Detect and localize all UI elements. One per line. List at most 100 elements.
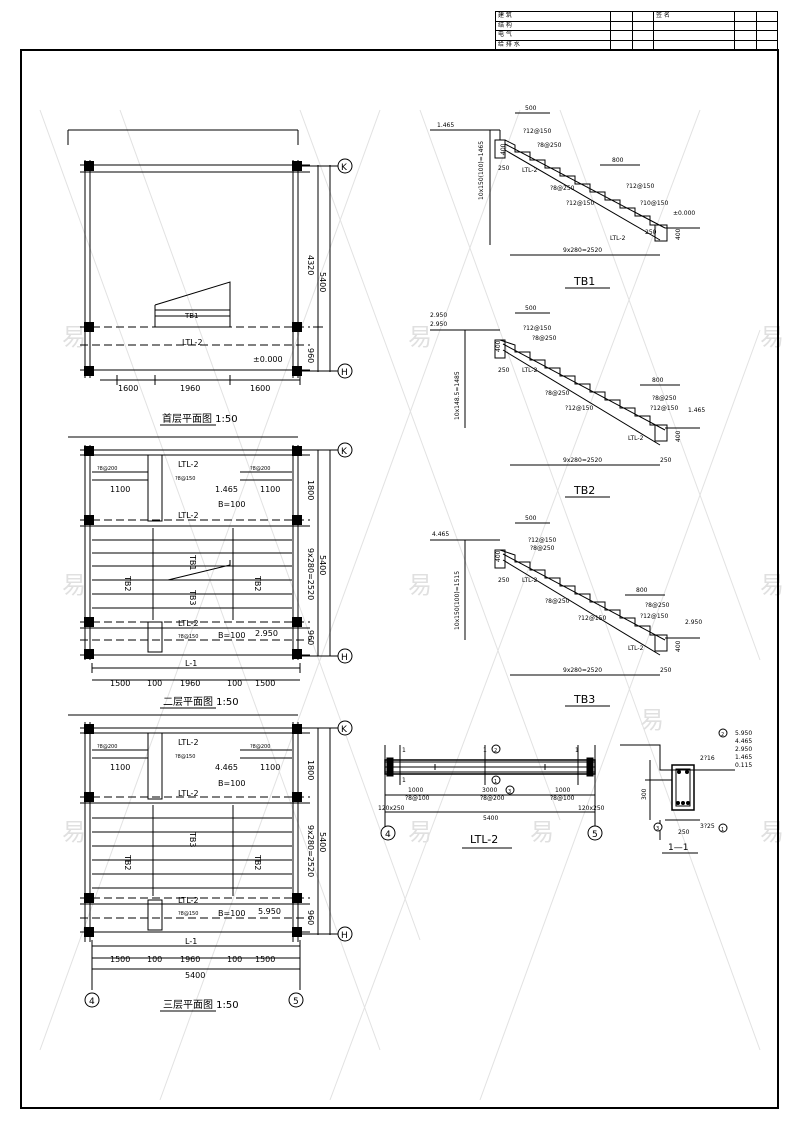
axis-bubble: 4 — [380, 825, 396, 841]
section-mark: 1 — [483, 747, 487, 754]
watermark: 易 — [62, 571, 86, 599]
rebar-label: ?12@150 — [566, 200, 594, 207]
watermark: 易 — [530, 818, 554, 846]
dim-label: 10x150(100)=1515 — [454, 571, 461, 630]
watermark: 易 — [62, 323, 86, 351]
circle-mark: 1 — [718, 823, 728, 833]
circle-mark: 3 — [505, 785, 515, 795]
rebar-label: ?8@250 — [530, 545, 555, 552]
dim-label: 250 — [498, 165, 510, 172]
dim-label: 960 — [306, 348, 315, 363]
dim-total: 5400 — [483, 815, 498, 822]
rebar-label: ?12@150 — [565, 405, 593, 412]
dim-label: 400 — [495, 550, 502, 562]
dim-label: 1000 — [408, 787, 423, 794]
section-caption: TB3 — [573, 693, 595, 706]
dim-label: 100 — [147, 679, 162, 688]
rebar-label: ?8@100 — [405, 795, 430, 802]
rebar-label: 2?16 — [700, 755, 715, 762]
dim-label: 3000 — [482, 787, 497, 794]
dim-label: 1500 — [255, 955, 275, 964]
beam-label: LTL-2 — [178, 789, 199, 798]
len-label: 1100 — [260, 485, 280, 494]
circle-mark-label: 1 — [721, 827, 724, 833]
elevation-label: 5.950 — [735, 730, 752, 737]
dim-label: 100 — [227, 679, 242, 688]
watermark: 易 — [408, 323, 432, 351]
dim-total: 5400 — [318, 555, 327, 575]
first-floor-columns — [84, 161, 302, 376]
dim-label: 250 — [498, 367, 510, 374]
axis-bubble: 5 — [587, 825, 603, 841]
dim-label: 1960 — [180, 679, 200, 688]
third-floor-columns — [84, 724, 302, 937]
section-tb3 — [430, 522, 700, 676]
elevation-label: 4.465 — [432, 531, 449, 538]
stair-label: TB2 — [123, 575, 132, 591]
dim-label: 400 — [675, 430, 682, 442]
plan-caption: 三层平面图 1:50 — [163, 999, 239, 1011]
elevation-label: 2.950 — [430, 321, 447, 328]
axis-label: 5 — [592, 830, 598, 840]
axis-bubble: 5 — [288, 992, 304, 1008]
rebar-label: ?12@150 — [640, 613, 668, 620]
circle-mark-label: 2 — [721, 732, 724, 738]
plan-caption: 首层平面图 1:50 — [162, 412, 238, 425]
beam-label: LTL-2 — [628, 645, 644, 652]
dim-label: 800 — [652, 377, 664, 384]
circle-mark-label: 3 — [508, 789, 511, 795]
width-note: B=100 — [218, 500, 245, 509]
section-1-1 — [620, 744, 735, 840]
dim-total: 5400 — [318, 272, 327, 292]
dim-label: 500 — [525, 515, 537, 522]
beam-label: LTL-2 — [178, 619, 199, 628]
rebar-label: ?12@150 — [650, 405, 678, 412]
circle-mark: 2 — [491, 744, 501, 754]
section-caption: LTL-2 — [470, 833, 498, 846]
axis-label: H — [341, 931, 348, 941]
axis-label: 4 — [385, 830, 391, 840]
rebar-label: ?8@250 — [652, 395, 677, 402]
axis-label: 5 — [293, 997, 299, 1007]
slab-rebar-label: ?8@150 — [178, 911, 198, 917]
stair-label: TB2 — [253, 854, 262, 870]
dim-label: 10x148.5=1485 — [454, 371, 461, 420]
rebar-label: 3?25 — [700, 823, 715, 830]
dim-label: 800 — [612, 157, 624, 164]
section-caption: TB1 — [573, 275, 595, 288]
slab-rebar-label: ?8@150 — [175, 476, 195, 482]
dim-label: 9x280=2520 — [563, 247, 602, 254]
axis-bubble: 4 — [84, 992, 100, 1008]
dim-label: 250 — [660, 457, 672, 464]
dim-label: 1800 — [306, 760, 315, 780]
rebar-label: ?8@200 — [480, 795, 505, 802]
rebar-label: ?12@150 — [523, 128, 551, 135]
watermark: 易 — [760, 571, 784, 599]
stair-label: TB1 — [184, 312, 199, 320]
dim-label: 960 — [306, 910, 315, 925]
axis-bubble: K — [337, 442, 353, 458]
beam-label: LTL-2 — [522, 577, 538, 584]
rebar-label: ?12@150 — [578, 615, 606, 622]
axis-label: K — [341, 447, 348, 457]
width-note: B=100 — [218, 909, 245, 918]
elevation-label: 4.465 — [735, 738, 752, 745]
axis-label: K — [341, 725, 348, 735]
stair-label: TB1 — [188, 554, 197, 570]
dim-label: 300 — [641, 788, 648, 800]
rebar-label: ?8@250 — [532, 335, 557, 342]
stair-label: TB3 — [188, 831, 197, 847]
rebar-label: ?12@150 — [523, 325, 551, 332]
section-caption: 1—1 — [668, 843, 688, 853]
second-floor-columns — [84, 446, 302, 659]
dim-label: 960 — [306, 630, 315, 645]
dim-label: 250 — [645, 229, 657, 236]
stair-label: TB3 — [188, 589, 197, 605]
beam-label: LTL-2 — [628, 435, 644, 442]
rebar-label: ?8@250 — [645, 602, 670, 609]
rebar-label: ?8@250 — [550, 185, 575, 192]
elevation-label: 2.950 — [430, 312, 447, 319]
rebar-label: ?10@150 — [640, 200, 668, 207]
dim-total: 5400 — [318, 832, 327, 852]
